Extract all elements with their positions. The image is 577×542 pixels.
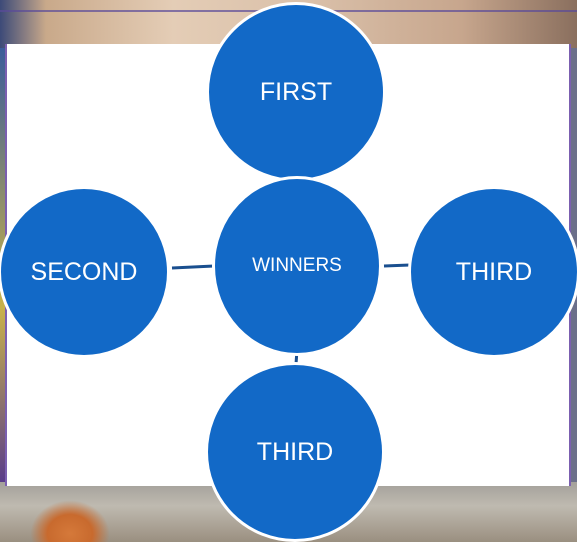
node-third-right-label: THIRD xyxy=(456,258,532,287)
node-center-label: WINNERS xyxy=(252,255,342,277)
node-first-label: FIRST xyxy=(260,78,332,107)
connector-left xyxy=(172,266,214,268)
connector-right xyxy=(384,265,410,266)
node-third-bottom-label: THIRD xyxy=(257,438,333,467)
node-third-bottom: THIRD xyxy=(205,362,385,542)
node-second: SECOND xyxy=(0,186,170,358)
node-third-right: THIRD xyxy=(408,186,577,358)
node-center: WINNERS xyxy=(212,176,382,356)
node-second-label: SECOND xyxy=(31,258,138,287)
node-first: FIRST xyxy=(206,2,386,182)
